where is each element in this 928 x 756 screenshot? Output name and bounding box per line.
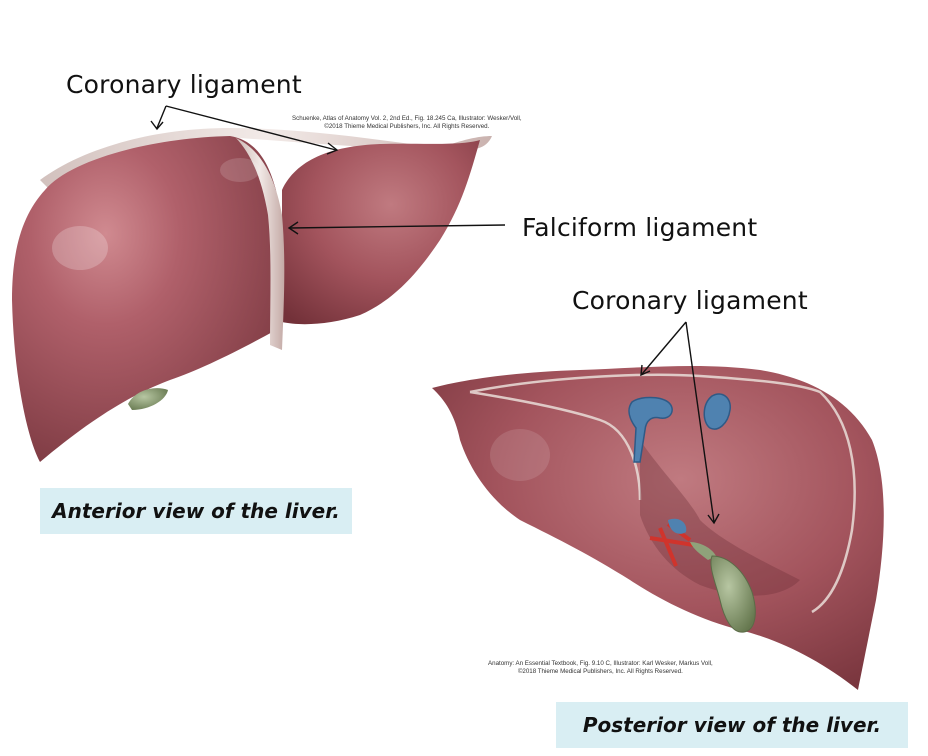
caption-posterior-text: Posterior view of the liver. — [582, 713, 882, 737]
anterior-credit: Schuenke, Atlas of Anatomy Vol. 2, 2nd E… — [292, 115, 522, 131]
posterior-credit-line2: ©2018 Thieme Medical Publishers, Inc. Al… — [517, 668, 683, 675]
pointer-lines — [150, 105, 720, 525]
label-falciform-ligament: Falciform ligament — [522, 213, 758, 242]
pointer-coronary-top-a — [156, 105, 167, 129]
posterior-gallbladder — [710, 555, 756, 633]
anterior-credit-line1: Schuenke, Atlas of Anatomy Vol. 2, 2nd E… — [292, 115, 522, 122]
anterior-right-lobe — [12, 136, 279, 462]
anterior-falciform-ligament — [236, 138, 285, 350]
label-coronary-ligament-anterior: Coronary ligament — [66, 70, 302, 99]
anterior-gallbladder — [128, 388, 168, 410]
posterior-liver — [432, 365, 884, 690]
posterior-inferior-vena-cava — [628, 396, 673, 463]
anterior-coronary-ligament — [40, 128, 492, 190]
label-coronary-ligament-posterior: Coronary ligament — [572, 286, 808, 315]
posterior-credit-line1: Anatomy: An Essential Textbook, Fig. 9.1… — [488, 660, 713, 667]
anterior-credit-line2: ©2018 Thieme Medical Publishers, Inc. Al… — [324, 123, 490, 130]
caption-anterior-text: Anterior view of the liver. — [52, 499, 340, 523]
caption-posterior-view: Posterior view of the liver. — [556, 702, 908, 748]
pointer-coronary-right-b — [685, 321, 715, 523]
pointer-coronary-top-b — [165, 105, 337, 151]
posterior-credit: Anatomy: An Essential Textbook, Fig. 9.1… — [488, 660, 713, 676]
posterior-liver-body — [432, 365, 884, 690]
posterior-hepatic-vein — [703, 393, 731, 430]
pointer-falciform — [289, 224, 506, 229]
pointer-coronary-right-a — [641, 321, 687, 375]
posterior-coronary-outline — [469, 373, 856, 614]
caption-anterior-view: Anterior view of the liver. — [40, 488, 352, 534]
anterior-liver — [12, 128, 492, 462]
anterior-left-lobe — [282, 140, 480, 325]
